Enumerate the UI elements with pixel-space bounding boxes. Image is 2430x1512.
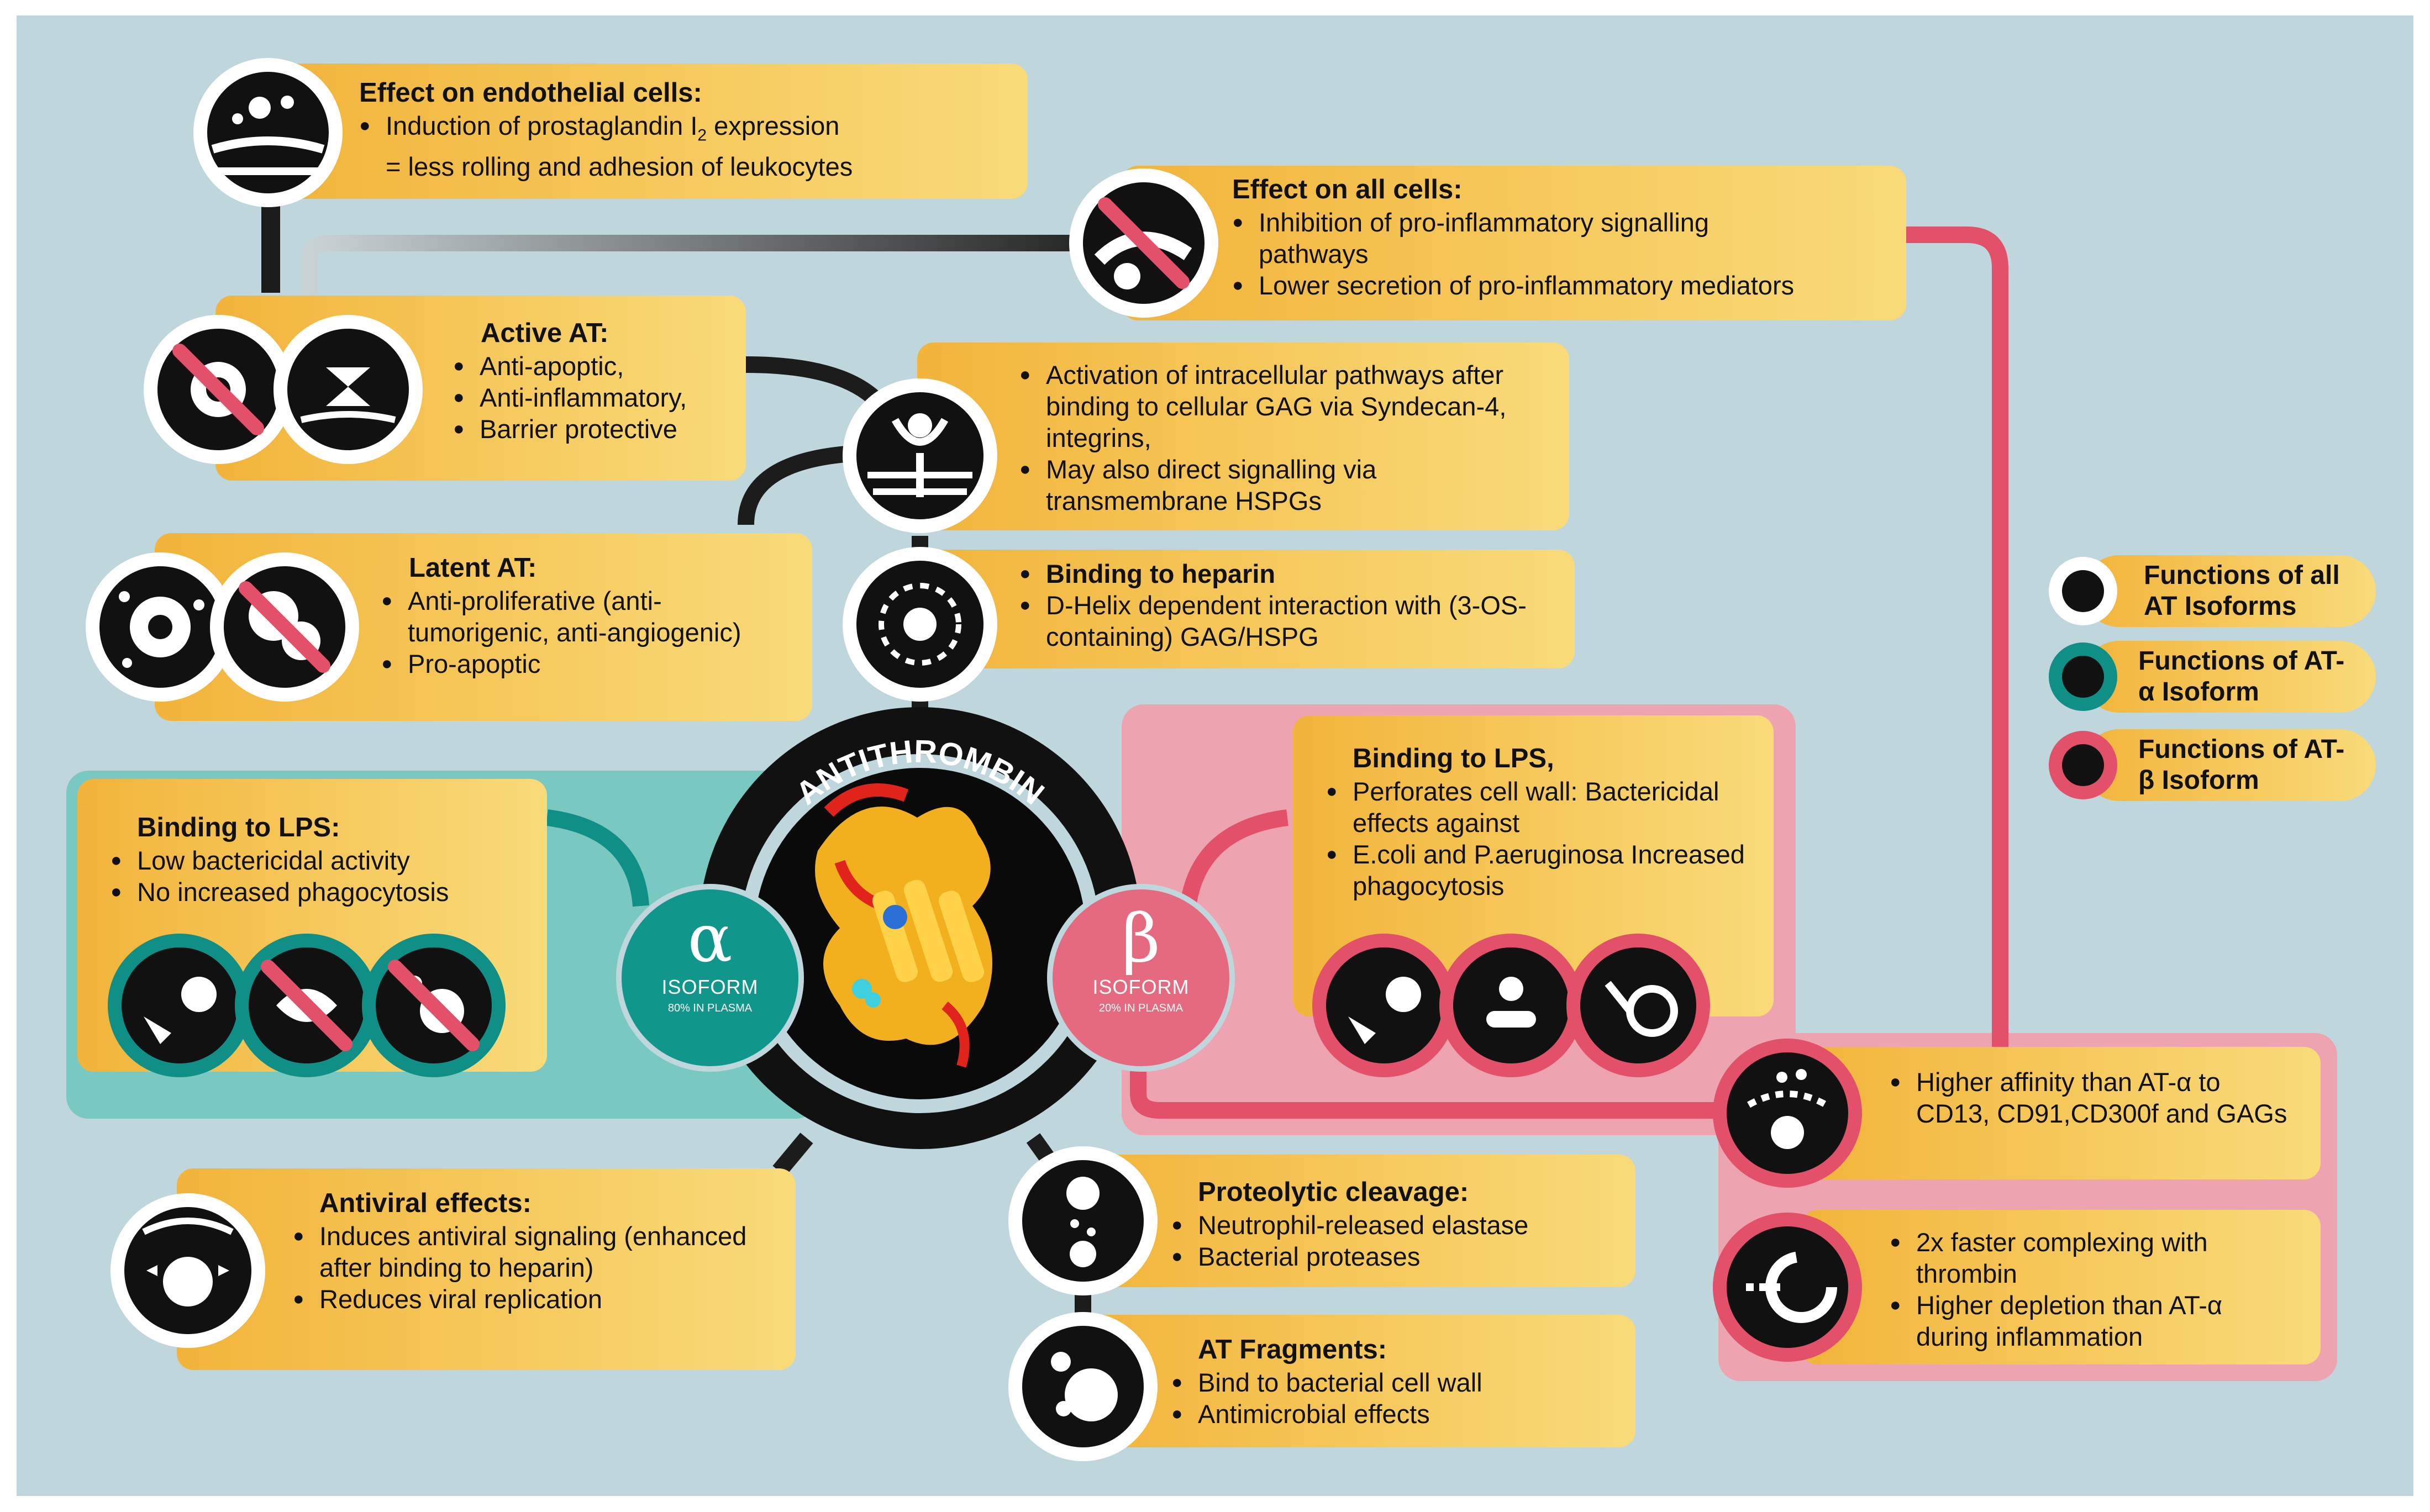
latent-at-title: Latent AT:	[409, 553, 537, 583]
all-cells-bullet-2: Lower secretion of pro-inflammatory medi…	[1232, 270, 1884, 301]
proteolytic-bullet-1: Neutrophil-released elastase	[1171, 1209, 1630, 1241]
gag-text: Activation of intracellular pathways aft…	[1019, 359, 1550, 517]
alpha-isoform-circle	[616, 884, 804, 1072]
latent-at-bullet-1: Anti-proliferative (anti-tumorigenic, an…	[381, 585, 801, 648]
heparin-binding-icon	[843, 547, 997, 702]
fragments-text: AT Fragments: Bind to bacterial cell wal…	[1171, 1334, 1630, 1430]
affinity-bullet-1: Higher affinity than AT-α to CD13, CD91,…	[1890, 1066, 2287, 1129]
endothelial-bullet-2: = less rolling and adhesion of leukocyte…	[386, 152, 853, 182]
heparin-text: Binding to heparin D-Helix dependent int…	[1019, 558, 1561, 652]
heparin-title: Binding to heparin	[1019, 558, 1561, 589]
connector-alpha	[546, 809, 649, 907]
beta-lps-icons	[1312, 934, 1710, 1077]
latent-at-bullet-2: Pro-apoptic	[381, 648, 801, 679]
antiviral-text: Antiviral effects: Induces antiviral sig…	[293, 1188, 790, 1315]
endothelial-title: Effect on endothelial cells:	[359, 78, 702, 108]
antiviral-bullet-2: Reduces viral replication	[293, 1283, 790, 1315]
connector-beta	[1180, 809, 1288, 908]
lps-alpha-title: Binding to LPS:	[137, 813, 340, 842]
lps-alpha-bullet-2: No increased phagocytosis	[111, 876, 530, 908]
beta-isoform-circle	[1047, 884, 1235, 1072]
thrombin-complex-icon	[1713, 1213, 1862, 1362]
lps-beta-bullet-1: Perforates cell wall: Bactericidal effec…	[1326, 776, 1757, 839]
fragment-icon	[1008, 1312, 1158, 1461]
fragments-title: AT Fragments:	[1198, 1335, 1387, 1365]
alpha-isoform-text: ISOFORM	[661, 976, 759, 998]
all-cells-text: Effect on all cells: Inhibition of pro-i…	[1232, 174, 1884, 301]
receptor-affinity-icon	[1713, 1039, 1862, 1188]
tumor-cell-icon	[86, 552, 235, 702]
proteolytic-bullet-2: Bacterial proteases	[1171, 1241, 1630, 1272]
lps-alpha-text: Binding to LPS: Low bactericidal activit…	[111, 812, 530, 908]
antithrombin-center: ANTITHROMBIN	[699, 707, 1141, 1149]
legend-all: Functions of all AT Isoforms	[2144, 561, 2340, 621]
lps-alpha-bullet-1: Low bactericidal activity	[111, 845, 530, 876]
connector-all-cells	[301, 235, 1127, 301]
active-at-title: Active AT:	[481, 318, 609, 348]
fragments-bullet-1: Bind to bacterial cell wall	[1171, 1367, 1630, 1398]
all-cells-bullet-1: Inhibition of pro-inflammatory signallin…	[1232, 207, 1811, 270]
virus-icon	[111, 1193, 265, 1348]
complexing-text: 2x faster complexing with thrombin Highe…	[1890, 1226, 2293, 1352]
alpha-isoform-label: α ISOFORM 80% IN PLASMA	[635, 906, 785, 1015]
gag-bullet-1: Activation of intracellular pathways aft…	[1019, 359, 1550, 454]
complexing-bullet-2: Higher depletion than AT-α during inflam…	[1890, 1289, 2293, 1352]
affinity-text: Higher affinity than AT-α to CD13, CD91,…	[1890, 1066, 2287, 1129]
legend-pill-beta	[2083, 729, 2376, 801]
antiviral-bullet-1: Induces antiviral signaling (enhanced af…	[293, 1220, 790, 1283]
beta-isoform-label: β ISOFORM 20% IN PLASMA	[1066, 906, 1216, 1015]
latent-at-text: Latent AT: Anti-proliferative (anti-tumo…	[381, 552, 801, 679]
active-at-bullet-1: Anti-apoptic,	[453, 350, 735, 382]
all-cells-title: Effect on all cells:	[1232, 175, 1463, 204]
connector-beta-all-cells	[1901, 226, 2008, 1072]
alpha-plasma-text: 80% IN PLASMA	[667, 1002, 753, 1014]
active-at-bullet-2: Anti-inflammatory,	[453, 382, 735, 413]
lps-beta-text: Binding to LPS, Perforates cell wall: Ba…	[1326, 743, 1757, 902]
protease-cleavage-icon	[1008, 1146, 1158, 1295]
proteolytic-title: Proteolytic cleavage:	[1198, 1177, 1469, 1207]
legend-pill-all	[2083, 555, 2376, 627]
legend-alpha: Functions of AT-α Isoform	[2138, 646, 2345, 707]
active-at-text: Active AT: Anti-apoptic, Anti-inflammato…	[453, 318, 735, 445]
connector-antiviral	[772, 1132, 813, 1177]
beta-symbol: β	[1122, 900, 1160, 977]
inflammation-blocked-icon	[1069, 168, 1218, 318]
connector-latent	[738, 445, 862, 525]
barrier-junction-icon	[273, 315, 423, 464]
legend-beta: Functions of AT-β Isoform	[2138, 735, 2345, 795]
endothelial-cell-icon	[193, 58, 343, 207]
gag-bullet-2: May also direct signalling via transmemb…	[1019, 454, 1550, 517]
legend-pill-alpha	[2083, 641, 2376, 713]
fragments-bullet-2: Antimicrobial effects	[1171, 1398, 1630, 1430]
antiviral-title: Antiviral effects:	[319, 1188, 532, 1218]
beta-plasma-text: 20% IN PLASMA	[1098, 1002, 1184, 1014]
active-at-bullet-3: Barrier protective	[453, 413, 735, 445]
lps-beta-bullet-2: E.coli and P.aeruginosa Increased phagoc…	[1326, 839, 1757, 902]
apoptosis-blocked-icon	[144, 315, 293, 464]
alpha-lps-icons	[108, 934, 506, 1077]
alpha-symbol: α	[687, 900, 733, 977]
proteolytic-text: Proteolytic cleavage: Neutrophil-release…	[1171, 1177, 1630, 1272]
receptor-signalling-icon	[843, 378, 997, 533]
beta-isoform-text: ISOFORM	[1092, 976, 1190, 998]
connector-beta-affinity	[1130, 1039, 1724, 1119]
endothelial-bullet-1: Induction of prostaglandin I2 expression	[359, 110, 1011, 151]
heparin-bullet-1: D-Helix dependent interaction with (3-OS…	[1019, 589, 1561, 652]
complexing-bullet-1: 2x faster complexing with thrombin	[1890, 1226, 2293, 1289]
lps-beta-title: Binding to LPS,	[1353, 744, 1554, 773]
proliferation-blocked-icon	[210, 552, 359, 702]
endothelial-text: Effect on endothelial cells: Induction o…	[359, 77, 1011, 182]
